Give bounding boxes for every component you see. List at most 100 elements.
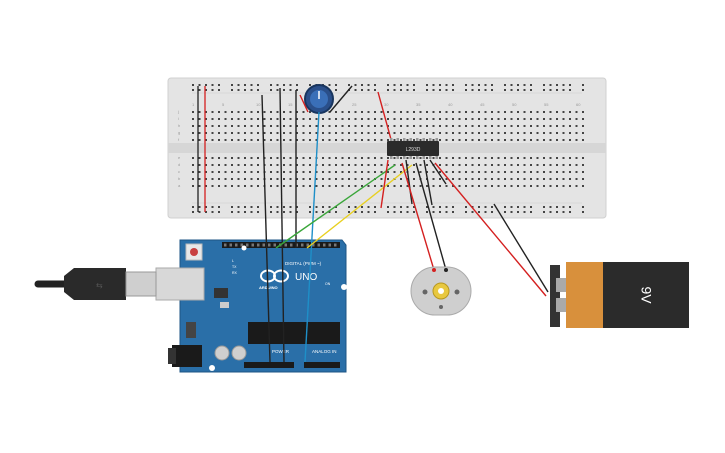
breadboard-hole [302,132,305,134]
wire-black[interactable] [261,94,271,363]
breadboard-rail-hole [198,211,201,213]
breadboard-hole [439,111,441,113]
breadboard-rail-hole [543,206,545,208]
breadboard-rail-hole [244,84,246,86]
col-number: 45 [480,102,485,107]
wire-black[interactable] [423,159,433,206]
breadboard-rail-hole [374,211,376,213]
breadboard-hole [348,185,350,187]
breadboard-hole [205,118,207,120]
breadboard-hole [517,157,519,159]
col-number: 55 [544,102,549,107]
breadboard-row-letters: j i h g f e d c b a [177,109,181,188]
breadboard-hole [543,164,545,166]
battery-9v[interactable]: 9V [550,262,689,328]
row-letter: d [178,162,180,167]
arduino-uno[interactable]: DIGITAL (PWM ~) UNO ARDUINO TX RX L ON P… [155,239,347,373]
wire-black[interactable] [279,87,285,363]
breadboard-hole [497,171,500,173]
breadboard-hole [419,164,422,166]
header-pin [235,243,238,247]
dc-motor[interactable] [410,266,472,316]
breadboard-hole [341,185,344,187]
l293d-chip[interactable]: L293D [387,138,439,159]
breadboard-hole [432,178,435,180]
breadboard-hole [244,164,246,166]
breadboard-hole [510,125,513,127]
breadboard-hole [270,132,272,134]
breadboard-hole [504,111,506,113]
breadboard-rail-hole [426,89,428,91]
breadboard-rail-hole [296,211,298,213]
motor-screw [422,289,428,295]
breadboard-rail-hole [283,84,285,86]
wire-red[interactable] [377,91,393,144]
breadboard-hole [543,157,545,159]
breadboard-hole [484,111,487,113]
wire-black[interactable] [493,203,549,293]
wire-black[interactable] [429,159,447,185]
col-number: 40 [448,102,453,107]
usb-cable[interactable]: ⇆ [34,268,157,300]
breadboard-hole [387,118,389,120]
breadboard-rail-hole [445,84,448,86]
wire-yellow[interactable] [306,164,413,249]
breadboard-rail-hole [569,84,571,86]
breadboard-hole [536,171,539,173]
breadboard-rail-hole [400,89,402,91]
breadboard-rail-hole [250,211,253,213]
wire-red[interactable] [380,159,389,209]
breadboard-hole [270,164,272,166]
breadboard-hole [244,178,246,180]
breadboard-hole [322,132,324,134]
breadboard-hole [458,178,461,180]
breadboard-hole [341,171,344,173]
chip-pin [409,138,412,141]
breadboard-rail-hole [523,89,526,91]
breadboard-rail-hole [289,206,292,208]
breadboard-rail-hole [530,84,532,86]
wire-red[interactable] [401,162,435,271]
battery-body [603,262,689,328]
mounting-hole [241,245,247,251]
breadboard-hole [556,139,558,141]
chip-pin [396,138,399,141]
breadboard-hole [361,111,363,113]
breadboard-hole [328,118,331,120]
breadboard-rail-hole [387,211,389,213]
breadboard-hole [478,111,480,113]
breadboard-rail-hole [244,206,246,208]
wire-black[interactable] [329,85,353,113]
wire-red[interactable] [299,94,309,113]
col-number: 30 [384,102,389,107]
wire-red[interactable] [434,162,547,297]
battery-terminal [556,278,568,292]
breadboard-hole [244,171,246,173]
breadboard-hole [497,164,500,166]
breadboard-rail-hole [452,211,454,213]
breadboard-hole [543,185,545,187]
breadboard-hole [270,118,272,120]
potentiometer[interactable] [304,84,334,114]
breadboard-rail-hole [478,211,480,213]
breadboard-hole [289,185,292,187]
wire-black[interactable] [415,162,447,271]
wire-blue[interactable] [304,111,320,363]
wire-black[interactable] [405,159,413,205]
breadboard-hole [322,125,324,127]
breadboard-hole [400,171,402,173]
breadboard-hole [361,164,363,166]
breadboard-hole [198,157,201,159]
breadboard-rail-hole [218,89,220,91]
usb-plug-metal [125,271,157,297]
breadboard-hole [322,178,324,180]
breadboard-rail-hole [198,89,201,91]
breadboard-hole [406,118,409,120]
breadboard-hole [419,111,422,113]
breadboard-rail-hole [562,89,565,91]
breadboard-rail-hole [335,89,337,91]
breadboard-hole [315,185,318,187]
breadboard-hole [562,157,565,159]
breadboard-hole [309,164,311,166]
wire-green[interactable] [275,164,396,249]
